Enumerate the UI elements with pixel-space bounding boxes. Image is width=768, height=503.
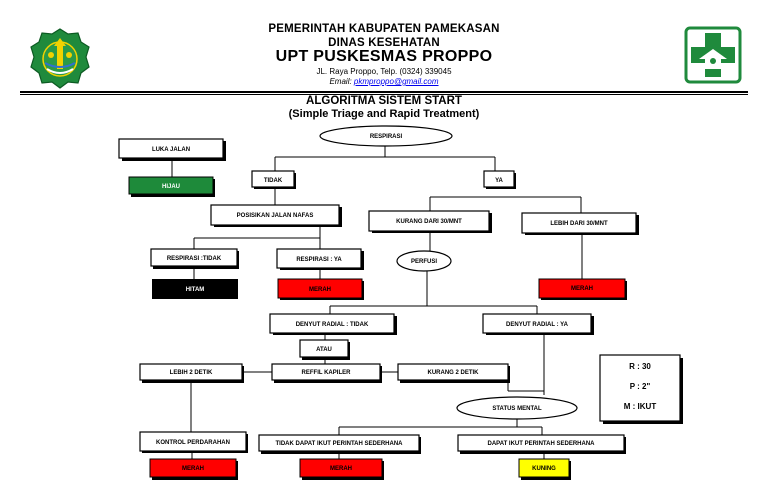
node-ya: YA (483, 170, 516, 189)
node-merah-1: MERAH (277, 278, 364, 300)
node-posisikan-label: POSISIKAN JALAN NAFAS (237, 213, 314, 219)
node-hitam: HITAM (152, 279, 238, 299)
legend-perfusion: P : 2" (630, 382, 651, 391)
node-lebih-2-detik: LEBIH 2 DETIK (139, 363, 244, 383)
diagram-title: ALGORITMA SISTEM START (306, 95, 462, 107)
node-respirasi: RESPIRASI (319, 125, 453, 147)
node-lebih-30: LEBIH DARI 30/MNT (521, 212, 639, 235)
legend-respiration: R : 30 (629, 362, 651, 371)
header-government: PEMERINTAH KABUPATEN PAMEKASAN (268, 23, 500, 35)
node-reffil-kapiler: REFFIL KAPILER (271, 363, 382, 383)
node-kuning: KUNING (518, 458, 571, 480)
node-status-mental-label: STATUS MENTAL (492, 406, 542, 412)
node-merah-2: MERAH (538, 278, 627, 300)
puskesmas-logo-icon (684, 26, 742, 84)
node-perfusi-label: PERFUSI (411, 259, 437, 265)
node-merah-2-label: MERAH (571, 286, 593, 292)
node-reffil-label: REFFIL KAPILER (302, 370, 352, 376)
node-denyut-ya-label: DENYUT RADIAL : YA (506, 322, 569, 328)
node-ya-label: YA (495, 178, 503, 184)
node-lebih-2-label: LEBIH 2 DETIK (170, 370, 213, 376)
email-label: Email: (329, 77, 354, 86)
header-address: JL. Raya Proppo, Telp. (0324) 339045 (316, 67, 452, 76)
node-resp-tidak-label: RESPIRASI :TIDAK (167, 256, 222, 262)
node-merah-1-label: MERAH (309, 287, 331, 293)
node-perfusi: PERFUSI (396, 250, 452, 272)
node-resp-ya-label: RESPIRASI : YA (296, 257, 342, 263)
node-denyut-tidak-label: DENYUT RADIAL : TIDAK (296, 322, 369, 328)
legend-mental: M : IKUT (624, 402, 657, 411)
merah-3-fill (149, 458, 237, 478)
merah-4-fill (299, 458, 383, 478)
node-hijau: HIJAU (128, 176, 215, 197)
node-denyut-ya: DENYUT RADIAL : YA (482, 313, 594, 335)
merah-2-fill (538, 278, 626, 299)
node-respirasi-ya: RESPIRASI : YA (276, 248, 364, 270)
node-luka-jalan-label: LUKA JALAN (152, 147, 190, 153)
node-kuning-label: KUNING (532, 466, 556, 472)
kuning-fill (518, 458, 570, 478)
header-email-line: Email: pkmproppo@gmail.com (0, 77, 768, 86)
node-tidak-label: TIDAK (264, 178, 283, 184)
header-institution: UPT PUSKESMAS PROPPO (275, 48, 493, 65)
merah-1-fill (277, 278, 363, 299)
node-kurang-2-label: KURANG 2 DETIK (427, 370, 479, 376)
email-link[interactable]: pkmproppo@gmail.com (353, 77, 439, 86)
node-kontrol-perdarahan: KONTROL PERDARAHAN (139, 431, 248, 453)
node-merah-4: MERAH (299, 458, 384, 480)
node-respirasi-label: RESPIRASI (370, 134, 403, 140)
hijau-fill (128, 176, 214, 195)
node-hijau-label: HIJAU (162, 184, 180, 190)
hitam-fill (152, 279, 238, 299)
node-merah-4-label: MERAH (330, 466, 352, 472)
pamekasan-emblem-icon (30, 28, 90, 89)
node-hitam-label: HITAM (186, 287, 205, 293)
node-lebih-30-label: LEBIH DARI 30/MNT (550, 221, 608, 227)
node-dapat-ikut: DAPAT IKUT PERINTAH SEDERHANA (457, 434, 626, 454)
node-merah-3-label: MERAH (182, 466, 204, 472)
diagram-subtitle: (Simple Triage and Rapid Treatment) (288, 108, 480, 120)
node-tidak: TIDAK (251, 170, 296, 189)
node-respirasi-tidak: RESPIRASI :TIDAK (150, 248, 239, 269)
node-posisikan-jalan-nafas: POSISIKAN JALAN NAFAS (210, 204, 342, 227)
rpm-legend: R : 30 P : 2" M : IKUT (599, 354, 683, 424)
node-denyut-tidak: DENYUT RADIAL : TIDAK (269, 313, 397, 335)
node-kurang-2-detik: KURANG 2 DETIK (397, 363, 510, 383)
connectors (171, 146, 583, 459)
header-divider-thin (20, 94, 748, 95)
node-atau-label: ATAU (316, 347, 332, 353)
node-atau: ATAU (299, 339, 350, 360)
node-luka-jalan: LUKA JALAN (118, 138, 226, 161)
node-tidak-dapat-ikut: TIDAK DAPAT IKUT PERINTAH SEDERHANA (258, 434, 421, 454)
node-kontrol-label: KONTROL PERDARAHAN (156, 440, 230, 446)
node-tidak-dapat-label: TIDAK DAPAT IKUT PERINTAH SEDERHANA (276, 441, 404, 447)
node-kurang-30: KURANG DARI 30/MNT (368, 210, 492, 233)
node-dapat-label: DAPAT IKUT PERINTAH SEDERHANA (487, 441, 595, 447)
header-divider (20, 91, 748, 93)
node-status-mental: STATUS MENTAL (456, 396, 578, 420)
node-merah-3: MERAH (149, 458, 238, 480)
header-department: DINAS KESEHATAN (328, 37, 440, 49)
node-kurang-30-label: KURANG DARI 30/MNT (396, 219, 462, 225)
